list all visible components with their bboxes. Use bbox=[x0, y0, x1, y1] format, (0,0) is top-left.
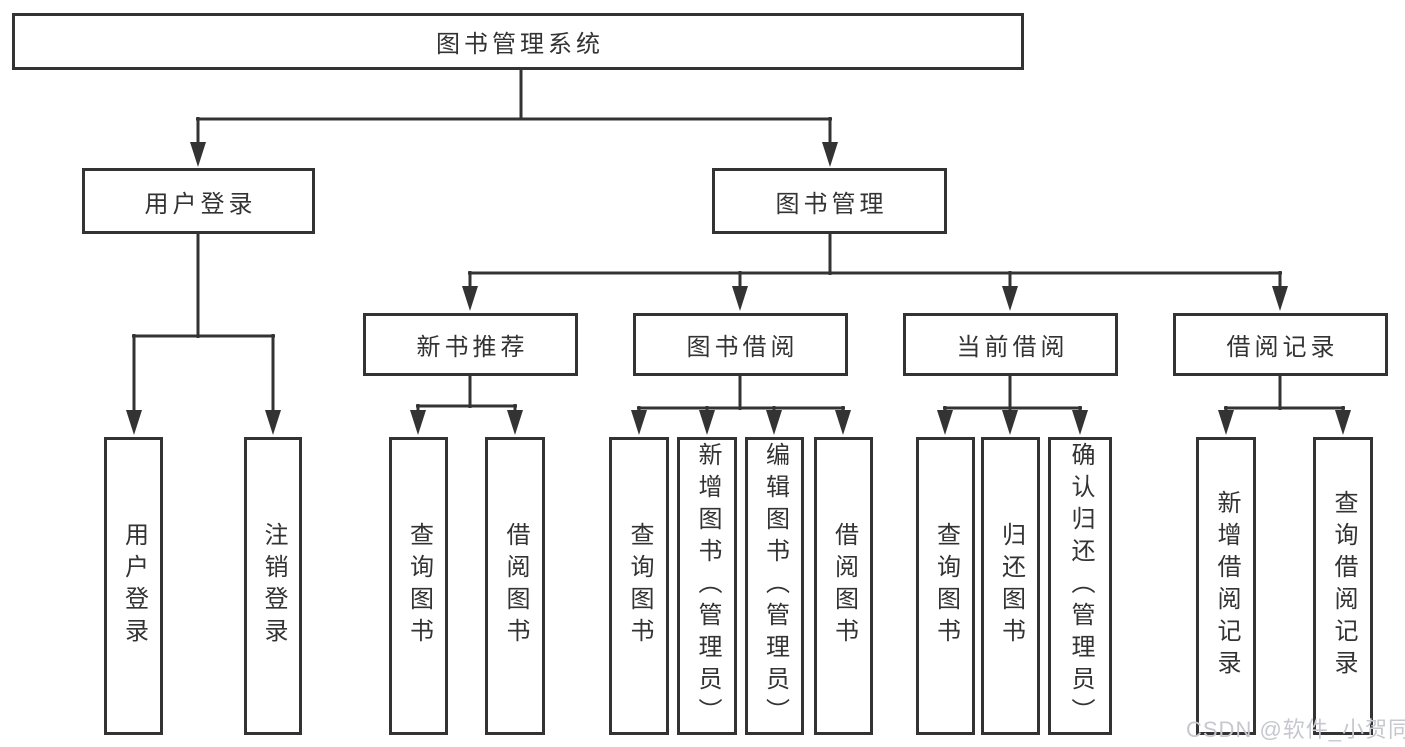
leaf-newbook-query-books: 查询图书 bbox=[389, 437, 448, 735]
leaf-current-return-books: 归还图书 bbox=[981, 437, 1040, 735]
arrowheads bbox=[126, 142, 1351, 435]
node-current-borrow-label: 当前借阅 bbox=[956, 334, 1069, 361]
node-book-management: 图书管理 bbox=[712, 168, 947, 234]
leaf-borrow-query-books-label: 查询图书 bbox=[626, 522, 653, 650]
leaf-borrow-query-books: 查询图书 bbox=[609, 437, 669, 735]
leaf-newbook-borrow-books-label: 借阅图书 bbox=[502, 522, 529, 650]
node-book-management-label: 图书管理 bbox=[775, 190, 888, 218]
leaf-newbook-query-books-label: 查询图书 bbox=[405, 522, 433, 650]
node-new-book-recommend: 新书推荐 bbox=[363, 313, 578, 376]
node-user-login-label: 用户登录 bbox=[144, 190, 257, 218]
leaf-current-query-books: 查询图书 bbox=[916, 437, 975, 735]
leaf-current-query-books-label: 查询图书 bbox=[932, 522, 960, 650]
leaf-user-login-label: 用户登录 bbox=[120, 522, 148, 650]
leaf-records-query-record: 查询借阅记录 bbox=[1313, 437, 1373, 735]
node-borrow-records-label: 借阅记录 bbox=[1226, 334, 1339, 361]
node-book-borrow: 图书借阅 bbox=[633, 313, 848, 376]
node-library-system-label: 图书管理系统 bbox=[436, 31, 604, 58]
leaf-newbook-borrow-books: 借阅图书 bbox=[485, 437, 545, 735]
leaf-records-query-record-label: 查询借阅记录 bbox=[1330, 490, 1357, 682]
leaf-current-return-books-label: 归还图书 bbox=[997, 522, 1025, 650]
leaf-borrow-add-books-admin-label: 新增图书（管理员） bbox=[694, 442, 721, 730]
leaf-borrow-edit-books-admin-label: 编辑图书（管理员） bbox=[761, 442, 789, 730]
leaf-borrow-borrow-books: 借阅图书 bbox=[814, 437, 873, 735]
leaf-user-login: 用户登录 bbox=[104, 437, 163, 735]
leaf-borrow-borrow-books-label: 借阅图书 bbox=[830, 522, 858, 650]
leaf-logout-label: 注销登录 bbox=[260, 522, 287, 650]
node-book-borrow-label: 图书借阅 bbox=[686, 334, 799, 361]
node-user-login: 用户登录 bbox=[82, 168, 315, 234]
node-library-system: 图书管理系统 bbox=[12, 13, 1024, 70]
leaf-borrow-edit-books-admin: 编辑图书（管理员） bbox=[745, 437, 804, 735]
leaf-logout: 注销登录 bbox=[244, 437, 302, 735]
node-current-borrow: 当前借阅 bbox=[903, 313, 1118, 376]
csdn-watermark: CSDN @软件_小贺同学 bbox=[1186, 717, 1405, 742]
leaf-records-add-record-label: 新增借阅记录 bbox=[1213, 490, 1240, 682]
node-new-book-recommend-label: 新书推荐 bbox=[416, 334, 529, 361]
leaf-current-confirm-return-admin: 确认归还（管理员） bbox=[1048, 437, 1112, 735]
node-borrow-records: 借阅记录 bbox=[1173, 313, 1388, 376]
leaf-borrow-add-books-admin: 新增图书（管理员） bbox=[677, 437, 737, 735]
leaf-current-confirm-return-admin-label: 确认归还（管理员） bbox=[1067, 442, 1094, 730]
leaf-records-add-record: 新增借阅记录 bbox=[1196, 437, 1256, 735]
